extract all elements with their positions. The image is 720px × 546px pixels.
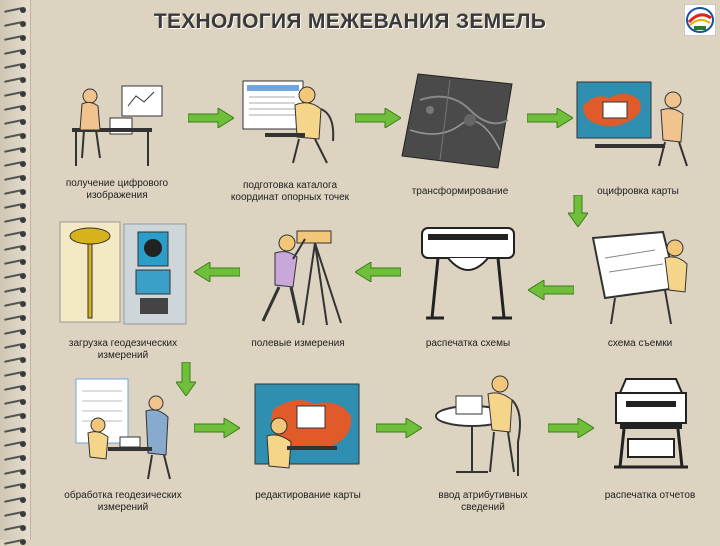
gps-total-station-photo xyxy=(58,218,188,328)
laptop-worker-illustration xyxy=(432,372,532,482)
arrow-down-icon xyxy=(568,195,588,227)
binder-ring xyxy=(3,426,28,434)
binder-ring xyxy=(3,258,28,266)
arrow-right-icon xyxy=(376,418,422,438)
step-label: получение цифрового изображения xyxy=(65,178,169,201)
binder-ring xyxy=(3,370,28,378)
binder-ring xyxy=(3,202,28,210)
step-label: распечатка отчетов xyxy=(604,490,696,501)
step-label: трансформирование xyxy=(411,186,509,197)
binder-ring xyxy=(3,328,28,336)
binder-ring xyxy=(3,286,28,294)
binder-ring xyxy=(3,496,28,504)
arrow-right-icon xyxy=(188,108,234,128)
binder-ring xyxy=(3,146,28,154)
step-label: схема съемки xyxy=(607,338,673,349)
binder-ring xyxy=(3,76,28,84)
binder-ring xyxy=(3,524,28,532)
page-title: ТЕХНОЛОГИЯ МЕЖЕВАНИЯ ЗЕМЕЛЬ xyxy=(153,10,547,33)
binder-ring xyxy=(3,510,28,518)
binder-ring xyxy=(3,468,28,476)
binder-ring xyxy=(3,342,28,350)
binder-ring xyxy=(3,230,28,238)
binder-ring xyxy=(3,188,28,196)
binder-ring xyxy=(3,48,28,56)
office-team-illustration xyxy=(72,375,182,485)
computer-worker-illustration xyxy=(235,75,345,170)
step-label: редактирование карты xyxy=(255,490,361,501)
office-worker-illustration xyxy=(62,78,172,170)
binder-ring xyxy=(3,244,28,252)
drafting-table-illustration xyxy=(585,228,693,328)
arrow-left-icon xyxy=(194,262,240,282)
step-label: ввод атрибутивных сведений xyxy=(438,490,528,513)
step-label: полевые измерения xyxy=(251,338,345,349)
binder-ring xyxy=(3,384,28,392)
binder-ring xyxy=(3,412,28,420)
binder-ring xyxy=(3,20,28,28)
binder-ring xyxy=(3,160,28,168)
binder-ring xyxy=(3,440,28,448)
arrow-down-icon xyxy=(176,362,196,396)
arrow-right-icon xyxy=(355,108,401,128)
binder-ring xyxy=(3,538,28,546)
step-label: обработка геодезических измерений xyxy=(64,490,182,513)
binder-spiral xyxy=(0,0,31,545)
binder-ring xyxy=(3,314,28,322)
step-label: распечатка схемы xyxy=(425,338,511,349)
map-digitizing-illustration xyxy=(575,72,700,170)
binder-ring xyxy=(3,174,28,182)
binder-ring xyxy=(3,132,28,140)
binder-ring xyxy=(3,216,28,224)
binder-ring xyxy=(3,34,28,42)
arrow-left-icon xyxy=(528,280,574,300)
step-label: загрузка геодезических измерений xyxy=(68,338,178,361)
binder-ring xyxy=(3,454,28,462)
binder-ring xyxy=(3,272,28,280)
binder-ring xyxy=(3,62,28,70)
binder-ring xyxy=(3,118,28,126)
surveyor-illustration xyxy=(245,225,350,330)
binder-ring xyxy=(3,90,28,98)
plotter-illustration xyxy=(418,222,518,327)
binder-ring xyxy=(3,300,28,308)
binder-ring xyxy=(3,356,28,364)
logo xyxy=(683,3,717,37)
arrow-left-icon xyxy=(355,262,401,282)
printer-illustration xyxy=(606,375,696,475)
binder-ring xyxy=(3,482,28,490)
step-label: оцифровка карты xyxy=(597,186,679,197)
binder-ring xyxy=(3,398,28,406)
arrow-right-icon xyxy=(548,418,594,438)
arrow-right-icon xyxy=(194,418,240,438)
binder-ring xyxy=(3,6,28,14)
binder-ring xyxy=(3,104,28,112)
satellite-image xyxy=(400,70,515,170)
arrow-right-icon xyxy=(527,108,573,128)
map-editing-illustration xyxy=(253,380,363,480)
step-label: подготовка каталога координат опорных то… xyxy=(230,180,350,203)
